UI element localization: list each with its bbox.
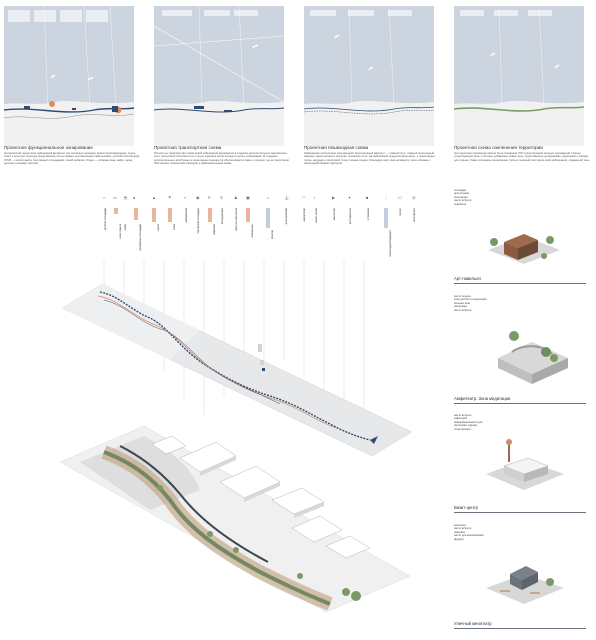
stage-icon: ▲: [152, 195, 156, 200]
legend-box-orange-4: [168, 208, 172, 222]
transport-scheme-map: [154, 6, 284, 146]
card-1-item: экспозиция: [454, 195, 468, 199]
card-1-divider: [454, 283, 586, 284]
panel-4-text: На территории преимущественно была сохра…: [454, 152, 590, 162]
card-2-caption: Амфитеатр. Зона медитации: [454, 396, 511, 401]
panel-1-title: Проектное функциональное зонирование: [4, 145, 93, 150]
card-3-caption: Визит-центр: [454, 505, 478, 510]
bus-icon: ■: [366, 195, 369, 200]
card-3-item: смотровая терраса: [454, 424, 478, 428]
card-3-item: информационный пункт: [454, 420, 483, 424]
card-3-list: место встречи кафетерий информационный п…: [454, 414, 514, 431]
info-icon: i: [314, 195, 315, 200]
greening-scheme-map: [454, 6, 584, 146]
wave-icon: ≈: [184, 195, 187, 200]
panel-1-text: На проектной территории набережной выявл…: [4, 152, 140, 165]
card-1-caption: Арт-павильон: [454, 276, 481, 281]
card-1-item: подсветка: [454, 202, 467, 206]
legend-box-blue-1: [266, 208, 270, 228]
panel-3-text: Набережная прогулочная зона вмещает вело…: [304, 152, 435, 165]
cup-icon: ☕: [123, 195, 128, 200]
card-3-item: кафетерий: [454, 417, 468, 421]
card-1-item: площадка: [454, 189, 467, 192]
exploded-axonometric-diagram: [59, 260, 413, 613]
parking-icon: P: [208, 195, 211, 200]
art-icon: ✦: [348, 195, 352, 200]
card-1-list: площадка прогулочная экспозиция место вс…: [454, 189, 514, 206]
panel-2-title: Проектная транспортная схема: [154, 145, 222, 150]
rental-icon: ◎: [412, 195, 416, 200]
card-1-item: место встречи: [454, 199, 472, 203]
card-2-item: место отдыха: [454, 295, 471, 298]
eye-icon: ◉: [196, 195, 200, 200]
panel-4-title: Проектная схема озеленения территории: [454, 145, 543, 150]
legend-box-orange-3: [152, 208, 156, 222]
legend-box-orange-5: [208, 208, 212, 222]
cinema-icon: ▶: [332, 195, 336, 200]
visitor-center-illustration: [486, 439, 564, 490]
card-3-divider: [454, 512, 586, 513]
panel-greening-scheme: [454, 6, 584, 146]
footprint-icon: ⋮: [384, 195, 388, 200]
card-4-divider: [454, 628, 586, 629]
card-3-item: место встречи: [454, 414, 472, 417]
panel-transport-scheme: [154, 6, 284, 146]
umbrella-icon: ☂: [168, 195, 172, 200]
card-1-item: прогулочная: [454, 192, 470, 196]
pedestrian-scheme-map: [304, 6, 434, 146]
card-4-item: парковка: [454, 530, 465, 534]
legend-box-orange-1: [114, 208, 118, 214]
panel-2-text: Полностью транспортная схема новой набер…: [154, 152, 289, 165]
legend-box-orange-2: [134, 208, 138, 220]
panel-pedestrian-scheme: [304, 6, 434, 146]
bike-icon: ⚲: [220, 195, 223, 200]
card-2-item: смотровая: [454, 305, 467, 309]
card-4-item: место встречи: [454, 527, 472, 531]
card-2-item: место встречи: [454, 308, 472, 312]
bench-icon: ▭: [113, 195, 117, 200]
ball-icon: ●: [133, 195, 136, 200]
card-4-item: кинотеатр: [454, 524, 467, 527]
legend-box-orange-6: [246, 208, 250, 222]
card-2-item: зона для йоги и медитации: [454, 298, 487, 302]
card-3-item: точка проката: [454, 427, 471, 431]
street-cinema-illustration: [486, 566, 564, 604]
legend-row: ⌂ ▭ ☕ ● ▲ ☂ ≈ ◉ P ⚲ ♟ ▣ ♨ ⚓ ◠ i ▶ ✦ ■ ⋮ …: [96, 190, 426, 260]
card-4-caption: Уличный кинотеатр: [454, 621, 492, 626]
card-4-list: кинотеатр место встречи парковка место д…: [454, 524, 518, 541]
card-4-item: фудкорт: [454, 537, 465, 541]
card-2-item: зеленая зона: [454, 301, 470, 305]
amphitheater-illustration: [498, 331, 568, 384]
panel-3-title: Проектная пешеходная схема: [304, 145, 369, 150]
fountain-icon: ♨: [266, 195, 270, 200]
legend-box-blue-2: [384, 208, 388, 228]
wc-icon: ☐: [398, 195, 402, 200]
card-4-item: место для велопарковки: [454, 534, 484, 538]
amphitheater-icon: ◠: [302, 195, 306, 200]
walk-icon: ♟: [234, 195, 238, 200]
playground-icon: ⌂: [103, 195, 106, 200]
card-2-list: место отдыха зона для йоги и медитации з…: [454, 295, 514, 312]
pavilion-icon: ▣: [246, 195, 250, 200]
fish-icon: ⚓: [284, 195, 289, 200]
functional-zoning-map: [4, 6, 134, 146]
card-2-divider: [454, 403, 586, 404]
art-pavilion-illustration: [488, 234, 560, 264]
panel-functional-zoning: [4, 6, 134, 146]
